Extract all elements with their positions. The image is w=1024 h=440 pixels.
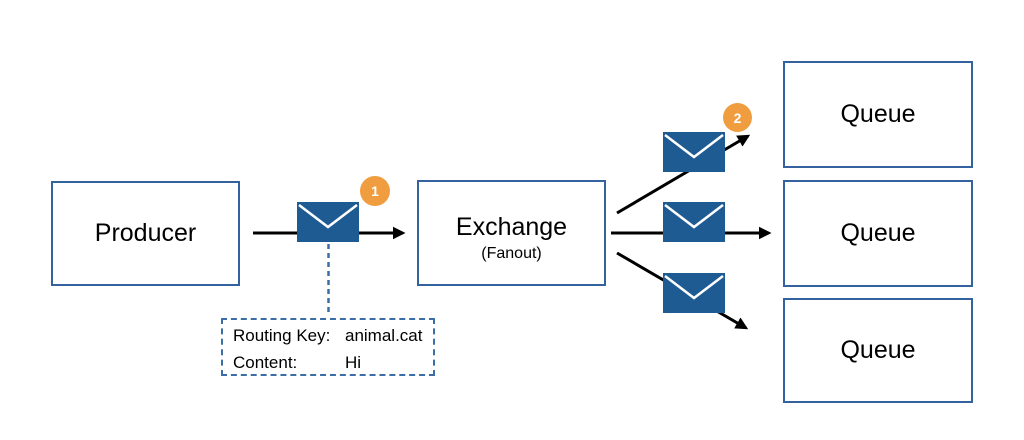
message-step-badge-1: 1 xyxy=(360,176,390,206)
queue-node-1: Queue xyxy=(783,61,973,168)
message-step-badge-2: 2 xyxy=(723,103,752,132)
badge-2-value: 2 xyxy=(733,109,742,126)
message-envelope-icon xyxy=(663,273,725,313)
queue-2-label: Queue xyxy=(840,219,916,247)
exchange-type-label: (Fanout) xyxy=(481,245,542,262)
producer-node: Producer xyxy=(51,181,240,286)
queue-3-label: Queue xyxy=(840,336,916,364)
routing-key-label: Routing Key: xyxy=(233,326,331,345)
routing-key-value: animal.cat xyxy=(345,326,423,345)
queue-node-3: Queue xyxy=(783,298,973,403)
message-envelope-icon xyxy=(297,202,359,242)
exchange-node: Exchange (Fanout) xyxy=(417,180,606,286)
producer-label: Producer xyxy=(94,219,197,247)
queue-node-2: Queue xyxy=(783,180,973,287)
exchange-to-queue-1-arrow xyxy=(616,134,751,215)
badge-1-value: 1 xyxy=(371,183,379,199)
queue-1-label: Queue xyxy=(840,100,916,128)
message-envelope-icon xyxy=(663,132,725,172)
exchange-label: Exchange xyxy=(455,213,568,241)
content-label: Content: xyxy=(233,353,298,372)
content-value: Hi xyxy=(345,353,362,372)
message-envelope-icon xyxy=(663,202,725,242)
message-detail-box: Routing Key: animal.cat Content: Hi xyxy=(221,318,435,376)
